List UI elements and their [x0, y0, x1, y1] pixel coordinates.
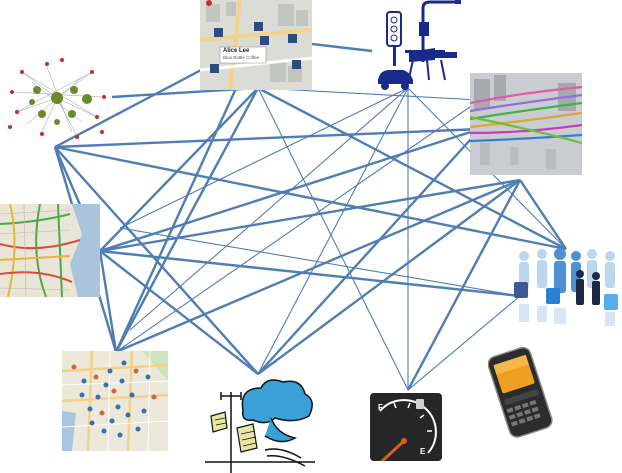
- street-map-with-people-icon: Alice Lee Blue Bottle Coffee: [200, 0, 312, 90]
- connector-line-6: [54, 145, 567, 251]
- connector-line-18: [519, 179, 567, 250]
- connector-line-11: [99, 249, 521, 298]
- connector-line-10: [99, 178, 521, 253]
- connector-line-21: [311, 42, 373, 53]
- 3d-traffic-flow-icon: [470, 73, 582, 175]
- connector-line-15: [257, 179, 521, 375]
- connector-line-3: [114, 87, 260, 353]
- connector-thin-line-10: [257, 87, 567, 250]
- fuel-full-label: F: [378, 403, 383, 412]
- connector-thin-line-7: [129, 87, 409, 331]
- social-graph-icon: [2, 52, 112, 144]
- map-card-name: Alice Lee: [223, 48, 250, 54]
- connector-thin-line-4: [119, 87, 409, 229]
- smartphone-icon: [488, 346, 554, 438]
- connector-thin-line-1: [257, 87, 409, 391]
- connector-thin-line-8: [115, 179, 521, 353]
- fuel-gauge-icon: F E: [370, 393, 442, 461]
- connector-line-19: [257, 128, 481, 375]
- fuel-empty-label: E: [420, 447, 426, 456]
- connector-line-7: [54, 127, 481, 149]
- social-network-people-icon: [510, 244, 622, 336]
- connector-line-22: [98, 250, 118, 353]
- connector-thin-line-9: [407, 295, 521, 391]
- connector-thin-line-11: [115, 99, 481, 353]
- poi-map-icon: [62, 351, 168, 451]
- connector-thin-line-2: [257, 87, 481, 101]
- traffic-light-and-car-icon: [375, 0, 465, 95]
- connector-line-2: [99, 87, 259, 252]
- connector-thin-line-12: [119, 227, 521, 297]
- connector-line-16: [99, 250, 259, 375]
- map-card-subtitle: Blue Bottle Coffee: [223, 55, 260, 60]
- weather-station-icon: [205, 376, 315, 473]
- congestion-map-icon: [0, 204, 100, 297]
- connector-thin-line-3: [257, 87, 409, 375]
